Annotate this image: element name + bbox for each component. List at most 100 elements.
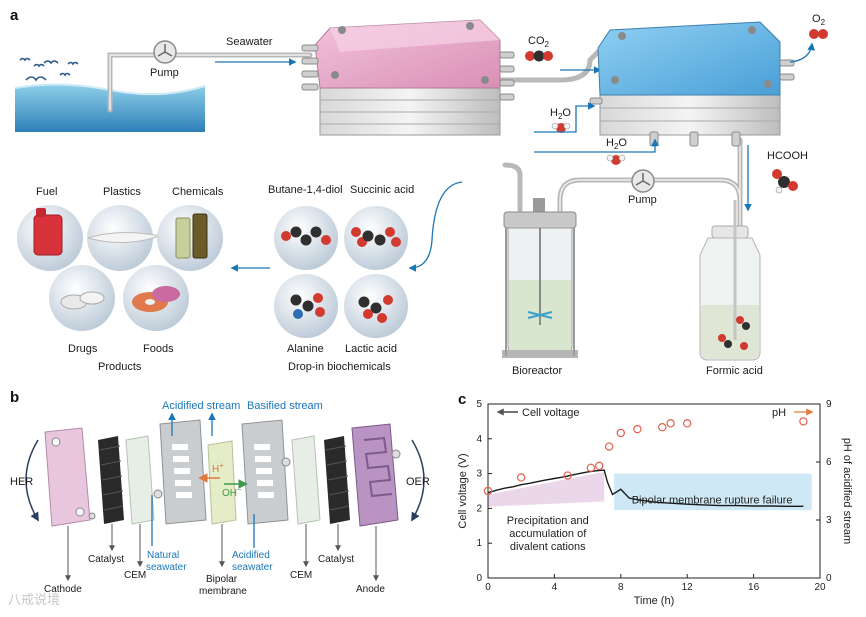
- bipolar-membrane: [207, 440, 237, 525]
- y-tick-label: 5: [476, 399, 482, 410]
- panel-a-label: a: [10, 7, 19, 24]
- her-label: HER: [10, 476, 33, 488]
- o2-label: O2: [812, 13, 826, 27]
- co2-reduction-stack: [589, 21, 795, 147]
- label-anode: Anode: [356, 584, 385, 595]
- pump-left-label: Pump: [150, 67, 179, 79]
- y-tick-label: 1: [476, 538, 482, 549]
- birds-icon: [19, 57, 79, 82]
- svg-text:Natural: Natural: [147, 550, 179, 561]
- series-point-ph: [658, 423, 667, 432]
- biochem-title: Drop-in biochemicals: [288, 361, 391, 373]
- hcooh-label: HCOOH: [767, 150, 808, 162]
- product-label-chemicals: Chemicals: [172, 186, 224, 198]
- cathode-catalyst-layer: [98, 436, 124, 524]
- o2-arrow: [789, 42, 816, 63]
- o2-molecule-icon: [809, 29, 828, 39]
- component-leader-lines: [65, 524, 379, 582]
- oer-arc-arrow: [411, 439, 425, 522]
- biochem-label-lactic: Lactic acid: [345, 343, 397, 355]
- precipitation-region: [488, 471, 605, 507]
- series-point-ph: [633, 424, 642, 434]
- oer-label: OER: [406, 476, 430, 488]
- svg-text:seawater: seawater: [146, 562, 187, 573]
- seawater-label: Seawater: [226, 36, 273, 48]
- rupture-region: [614, 473, 812, 511]
- succinic-acid-molecule-icon: [344, 206, 408, 270]
- label-natural-seawater: Natural seawater: [146, 550, 187, 573]
- label-bipolar-membrane: Bipolar membrane: [199, 574, 247, 597]
- x-axis-label: Time (h): [634, 595, 675, 607]
- chemicals-bottles-icon: [157, 205, 223, 271]
- product-label-foods: Foods: [143, 343, 174, 355]
- co2-label: CO2: [528, 35, 550, 49]
- anode-cem: [291, 435, 321, 525]
- series-point-ph: [616, 428, 626, 438]
- y2-axis-label: pH of acidified stream: [841, 438, 853, 544]
- lactic-acid-molecule-icon: [344, 274, 408, 338]
- y-tick-label: 3: [476, 469, 482, 480]
- formic-acid-label: Formic acid: [706, 365, 763, 377]
- biochem-label-butanediol: Butane-1,4-diol: [268, 184, 343, 196]
- y2-tick-label: 6: [826, 457, 832, 468]
- series-point-ph: [595, 461, 604, 471]
- h2o-label-2: H2O: [606, 137, 627, 151]
- biochem-label-succinic: Succinic acid: [350, 184, 414, 196]
- x-tick-label: 20: [814, 582, 826, 593]
- pump-right-icon: [631, 169, 655, 193]
- h-plus-label: H+: [212, 461, 224, 475]
- series-point-ph: [666, 419, 675, 428]
- region-1-label-line: Precipitation and: [507, 515, 589, 527]
- anode-plate: [351, 423, 401, 527]
- plot-frame: [487, 403, 821, 579]
- product-label-fuel: Fuel: [36, 186, 57, 198]
- co2-molecule-icon: [525, 50, 553, 62]
- region-2-label: Bipolar membrane rupture failure: [632, 494, 793, 506]
- x-tick-label: 4: [552, 582, 558, 593]
- hcooh-molecule-icon: [772, 169, 798, 194]
- x-tick-label: 16: [748, 582, 760, 593]
- label-catalyst-left: Catalyst: [88, 554, 124, 565]
- region-1-label-line: accumulation of: [509, 528, 587, 540]
- y2-tick-label: 0: [826, 573, 832, 584]
- svg-text:Bipolar: Bipolar: [206, 574, 238, 585]
- region-1-label-line: divalent cations: [510, 541, 586, 553]
- legend-voltage-label: Cell voltage: [522, 407, 579, 419]
- series-point-ph: [604, 442, 614, 451]
- svg-text:Acidified: Acidified: [232, 550, 270, 561]
- oh-minus-label: OH−: [222, 485, 242, 499]
- alanine-molecule-icon: [274, 274, 338, 338]
- y2-tick-label: 3: [826, 515, 832, 526]
- x-tick-label: 12: [682, 582, 694, 593]
- label-cathode: Cathode: [44, 584, 82, 595]
- butanediol-molecule-icon: [274, 206, 338, 270]
- pump-left-icon: [153, 40, 177, 64]
- anode-catalyst-layer: [324, 436, 350, 524]
- y-axis-label: Cell voltage (V): [457, 453, 469, 528]
- y-tick-label: 2: [476, 503, 482, 514]
- product-label-drugs: Drugs: [68, 343, 98, 355]
- series-point-ph: [563, 471, 572, 480]
- acidification-stack: [301, 19, 515, 136]
- panel-c-label: c: [458, 391, 466, 408]
- basified-stream-header: Basified stream: [247, 400, 323, 412]
- label-cem-left: CEM: [124, 570, 146, 581]
- svg-text:membrane: membrane: [199, 586, 247, 597]
- h2o-arrow-2: [534, 138, 659, 153]
- legend-ph-label: pH: [772, 407, 786, 419]
- product-label-plastics: Plastics: [103, 186, 141, 198]
- cathode-plate: [44, 427, 96, 527]
- series-point-ph: [586, 463, 596, 472]
- natural-seawater-spacer: [153, 419, 207, 525]
- formic-acid-bottle: [699, 200, 761, 361]
- label-cem-right: CEM: [290, 570, 312, 581]
- products-title: Products: [98, 361, 142, 373]
- y2-tick-label: 9: [826, 399, 832, 410]
- series-line-cell-voltage: [487, 469, 804, 507]
- plastics-icon: [87, 205, 162, 271]
- x-tick-label: 0: [485, 582, 491, 593]
- series-point-ph: [517, 473, 526, 482]
- svg-text:seawater: seawater: [232, 562, 273, 573]
